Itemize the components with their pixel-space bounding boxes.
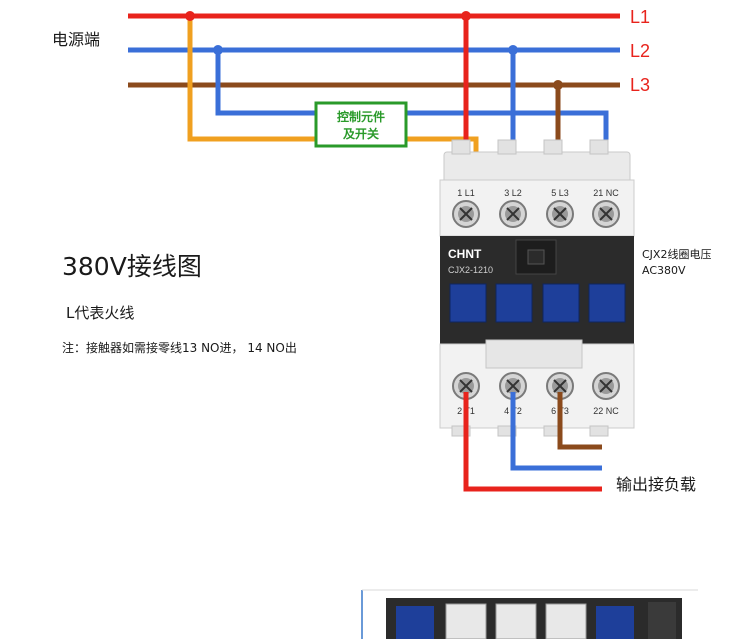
control-element-box: 控制元件 及开关 — [314, 101, 408, 148]
contactor: 1 L1 3 L2 5 L3 21 NC — [439, 139, 635, 437]
page-title: 380V接线图 — [62, 252, 202, 281]
l3-label: L3 — [630, 75, 650, 95]
top-screw — [499, 200, 527, 228]
brand-label: CHNT — [448, 247, 482, 261]
junction-dot — [553, 80, 563, 90]
subtitle: L代表火线 — [66, 304, 134, 322]
bottom-screw — [499, 372, 527, 400]
top-terminal-label: 21 NC — [593, 188, 619, 198]
bottom-screw — [592, 372, 620, 400]
top-terminal-label: 1 L1 — [457, 188, 475, 198]
model-label: CJX2-1210 — [448, 265, 493, 275]
coil-label-line1: CJX2线圈电压 — [642, 247, 711, 261]
l2-label: L2 — [630, 41, 650, 61]
top-screw — [546, 200, 574, 228]
bottom-product-preview — [358, 589, 698, 639]
source-label: 电源端 — [52, 30, 100, 49]
top-terminal-label: 5 L3 — [551, 188, 569, 198]
control-wire-orange — [187, 16, 479, 182]
top-screw — [452, 200, 480, 228]
blue-window — [542, 283, 580, 323]
junction-dot — [461, 11, 471, 21]
note: 注：接触器如需接零线13 NO进， 14 NO出 — [62, 340, 297, 355]
blue-window — [588, 283, 626, 323]
top-terminal-label: 3 L2 — [504, 188, 522, 198]
blue-window — [449, 283, 487, 323]
l1-label: L1 — [630, 7, 650, 27]
control-box-line2: 及开关 — [343, 126, 379, 141]
output-wire-t1 — [463, 392, 602, 492]
bottom-terminal-label: 22 NC — [593, 406, 619, 416]
output-wire-t3 — [557, 392, 602, 450]
junction-dot — [508, 45, 518, 55]
top-screw — [592, 200, 620, 228]
coil-label-line2: AC380V — [642, 264, 686, 277]
bottom-screw — [546, 372, 574, 400]
output-label: 输出接负载 — [616, 475, 696, 494]
control-box-line1: 控制元件 — [337, 109, 385, 124]
blue-window — [495, 283, 533, 323]
junction-dot — [185, 11, 195, 21]
junction-dot — [213, 45, 223, 55]
output-wire-t2 — [510, 392, 602, 471]
